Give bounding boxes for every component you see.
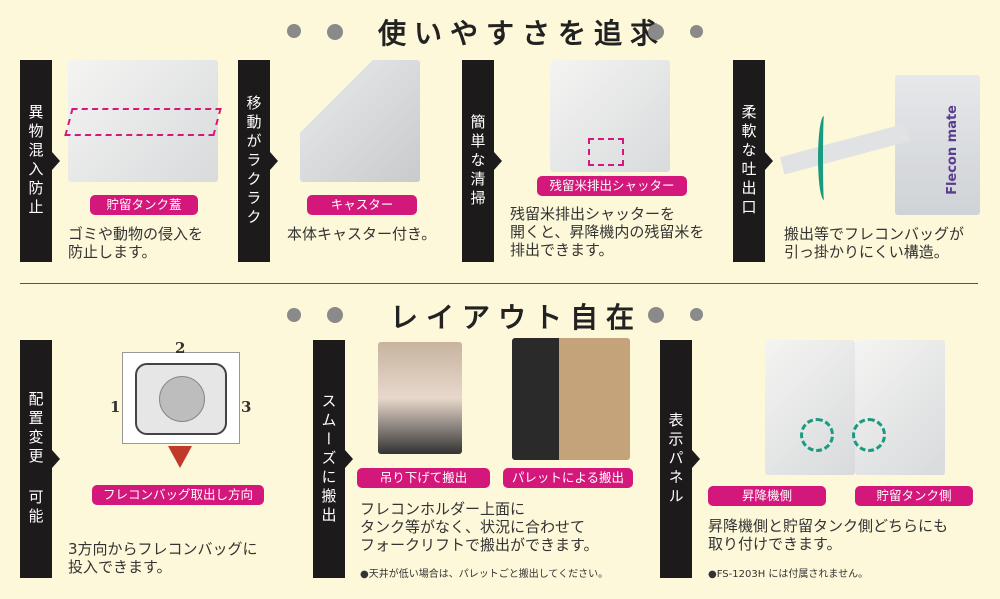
direction-number-3: 3 bbox=[241, 398, 252, 416]
feature-desc: 本体キャスター付き。 bbox=[287, 225, 437, 243]
tag-tank-side: 貯留タンク側 bbox=[855, 486, 973, 506]
tank-lid-image bbox=[64, 60, 222, 182]
decor-dot bbox=[327, 24, 343, 40]
tag-shutter: 残留米排出シャッター bbox=[537, 176, 687, 196]
bag-circle bbox=[159, 376, 205, 422]
direction-number-2: 2 bbox=[175, 339, 186, 357]
tag-pallet-unload: パレットによる搬出 bbox=[503, 468, 633, 488]
decor-dot bbox=[287, 24, 301, 38]
panel-highlight-circle bbox=[800, 418, 834, 452]
tank-side-image bbox=[855, 340, 945, 475]
section2-title: レイアウト自在 bbox=[390, 301, 643, 334]
feature-desc: ゴミや動物の侵入を 防止します。 bbox=[68, 225, 204, 261]
decor-dot bbox=[287, 308, 301, 322]
tag-bag-direction: フレコンバッグ取出し方向 bbox=[92, 485, 264, 505]
section1-title: 使いやすさを追求 bbox=[378, 17, 667, 50]
feature-label-easy-move: 移動がラクラク bbox=[238, 60, 278, 262]
down-arrow-icon bbox=[168, 446, 192, 468]
panel-highlight-circle bbox=[852, 418, 886, 452]
decor-dot bbox=[690, 308, 703, 321]
section-divider bbox=[20, 283, 978, 284]
direction-number-1: 1 bbox=[110, 398, 121, 416]
hanging-unload-image bbox=[378, 342, 462, 454]
highlight-box bbox=[588, 138, 624, 166]
feature-desc: フレコンホルダー上面に タンク等がなく、状況に合わせて フォークリフトで搬出がで… bbox=[360, 500, 599, 554]
feature-label-smooth-unload: スムーズに搬出 bbox=[313, 340, 353, 578]
feature-desc: 3方向からフレコンバッグに 投入できます。 bbox=[68, 540, 258, 576]
pallet-unload-image bbox=[512, 338, 630, 460]
feature-desc: 昇降機側と貯留タンク側どちらにも 取り付けできます。 bbox=[708, 517, 949, 553]
decor-dot bbox=[690, 25, 703, 38]
caster-image bbox=[300, 60, 420, 182]
bag-outline bbox=[135, 363, 227, 435]
layout-diagram bbox=[122, 352, 240, 444]
tag-tank-lid: 貯留タンク蓋 bbox=[90, 195, 198, 215]
swing-arrow-icon bbox=[818, 116, 830, 200]
shutter-image bbox=[550, 60, 670, 172]
elevator-side-image bbox=[765, 340, 855, 475]
feature-desc: 残留米排出シャッターを 開くと、昇降機内の残留米を 排出できます。 bbox=[510, 205, 705, 259]
product-logo: Flecon mate bbox=[945, 105, 960, 195]
decor-dot bbox=[648, 24, 664, 40]
feature-label-easy-clean: 簡単な清掃 bbox=[462, 60, 502, 262]
feature-label-layout-change: 配置変更 可能 bbox=[20, 340, 60, 578]
tag-hanging-unload: 吊り下げて搬出 bbox=[357, 468, 490, 488]
feature-label-foreign-matter: 異物混入防止 bbox=[20, 60, 60, 262]
outlet-image: Flecon mate bbox=[895, 75, 980, 215]
decor-dot bbox=[327, 307, 343, 323]
decor-dot bbox=[648, 307, 664, 323]
feature-desc: 搬出等でフレコンバッグが 引っ掛かりにくい構造。 bbox=[784, 225, 965, 261]
feature-label-display-panel: 表示パネル bbox=[660, 340, 700, 578]
tag-elevator-side: 昇降機側 bbox=[708, 486, 826, 506]
highlight-box bbox=[64, 108, 222, 136]
feature-note: ●天井が低い場合は、パレットごと搬出してください。 bbox=[360, 569, 609, 580]
feature-note: ●FS-1203H には付属されません。 bbox=[708, 569, 869, 580]
feature-label-flexible-outlet: 柔軟な吐出口 bbox=[733, 60, 773, 262]
tag-caster: キャスター bbox=[307, 195, 417, 215]
outlet-pipe bbox=[779, 123, 911, 175]
